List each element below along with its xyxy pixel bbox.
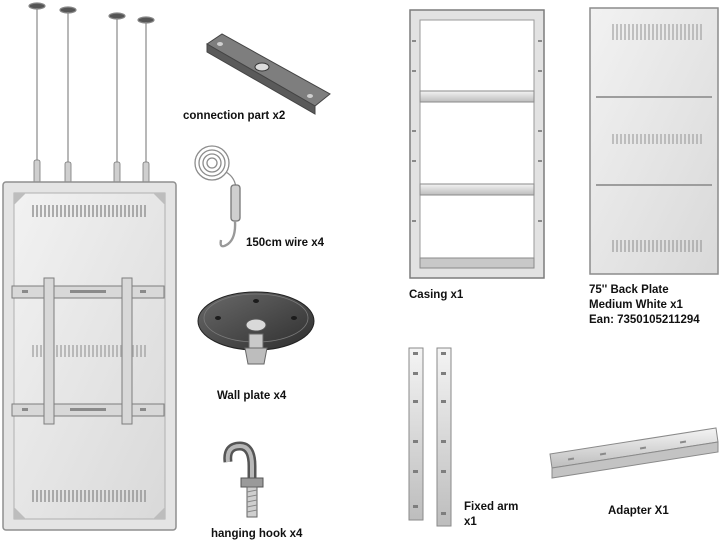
hanging-hook-label: hanging hook x4 (211, 528, 303, 540)
fixed-arms (408, 347, 452, 527)
adapter-label: Adapter X1 (608, 505, 669, 517)
top-vents (30, 205, 148, 217)
connection-part-label: connection part x2 (183, 110, 286, 122)
back-plate-ean: Ean: 7350105211294 (589, 314, 700, 326)
fixed-arm-label: Fixed arm x1 (464, 500, 518, 530)
frame-corners (14, 193, 165, 519)
fixed-arm-label-line1: Fixed arm (464, 501, 519, 513)
wall-plate (197, 291, 315, 365)
ceiling-wires (28, 2, 155, 172)
hanging-hook (223, 441, 264, 518)
bottom-vents (30, 490, 148, 502)
casing-label: Casing x1 (409, 289, 464, 301)
casing-frame (409, 9, 545, 279)
wall-plate-label: Wall plate x4 (217, 390, 287, 402)
coiled-wire (194, 145, 241, 248)
adapter-rails (549, 427, 719, 479)
wire-label: 150cm wire x4 (246, 237, 325, 249)
middle-vents (30, 345, 148, 357)
back-plate-label-line1: 75'' Back Plate (589, 284, 669, 296)
back-plate-panel (589, 7, 719, 275)
hanging-display-assembly (2, 2, 177, 531)
bracket-slots (22, 290, 146, 411)
back-plate-label: 75'' Back Plate Medium White x1 Ean: 735… (589, 283, 700, 328)
connection-part (206, 33, 331, 115)
fixed-arm-label-line2: x1 (464, 516, 477, 528)
back-plate-label-line2: Medium White x1 (589, 299, 683, 311)
